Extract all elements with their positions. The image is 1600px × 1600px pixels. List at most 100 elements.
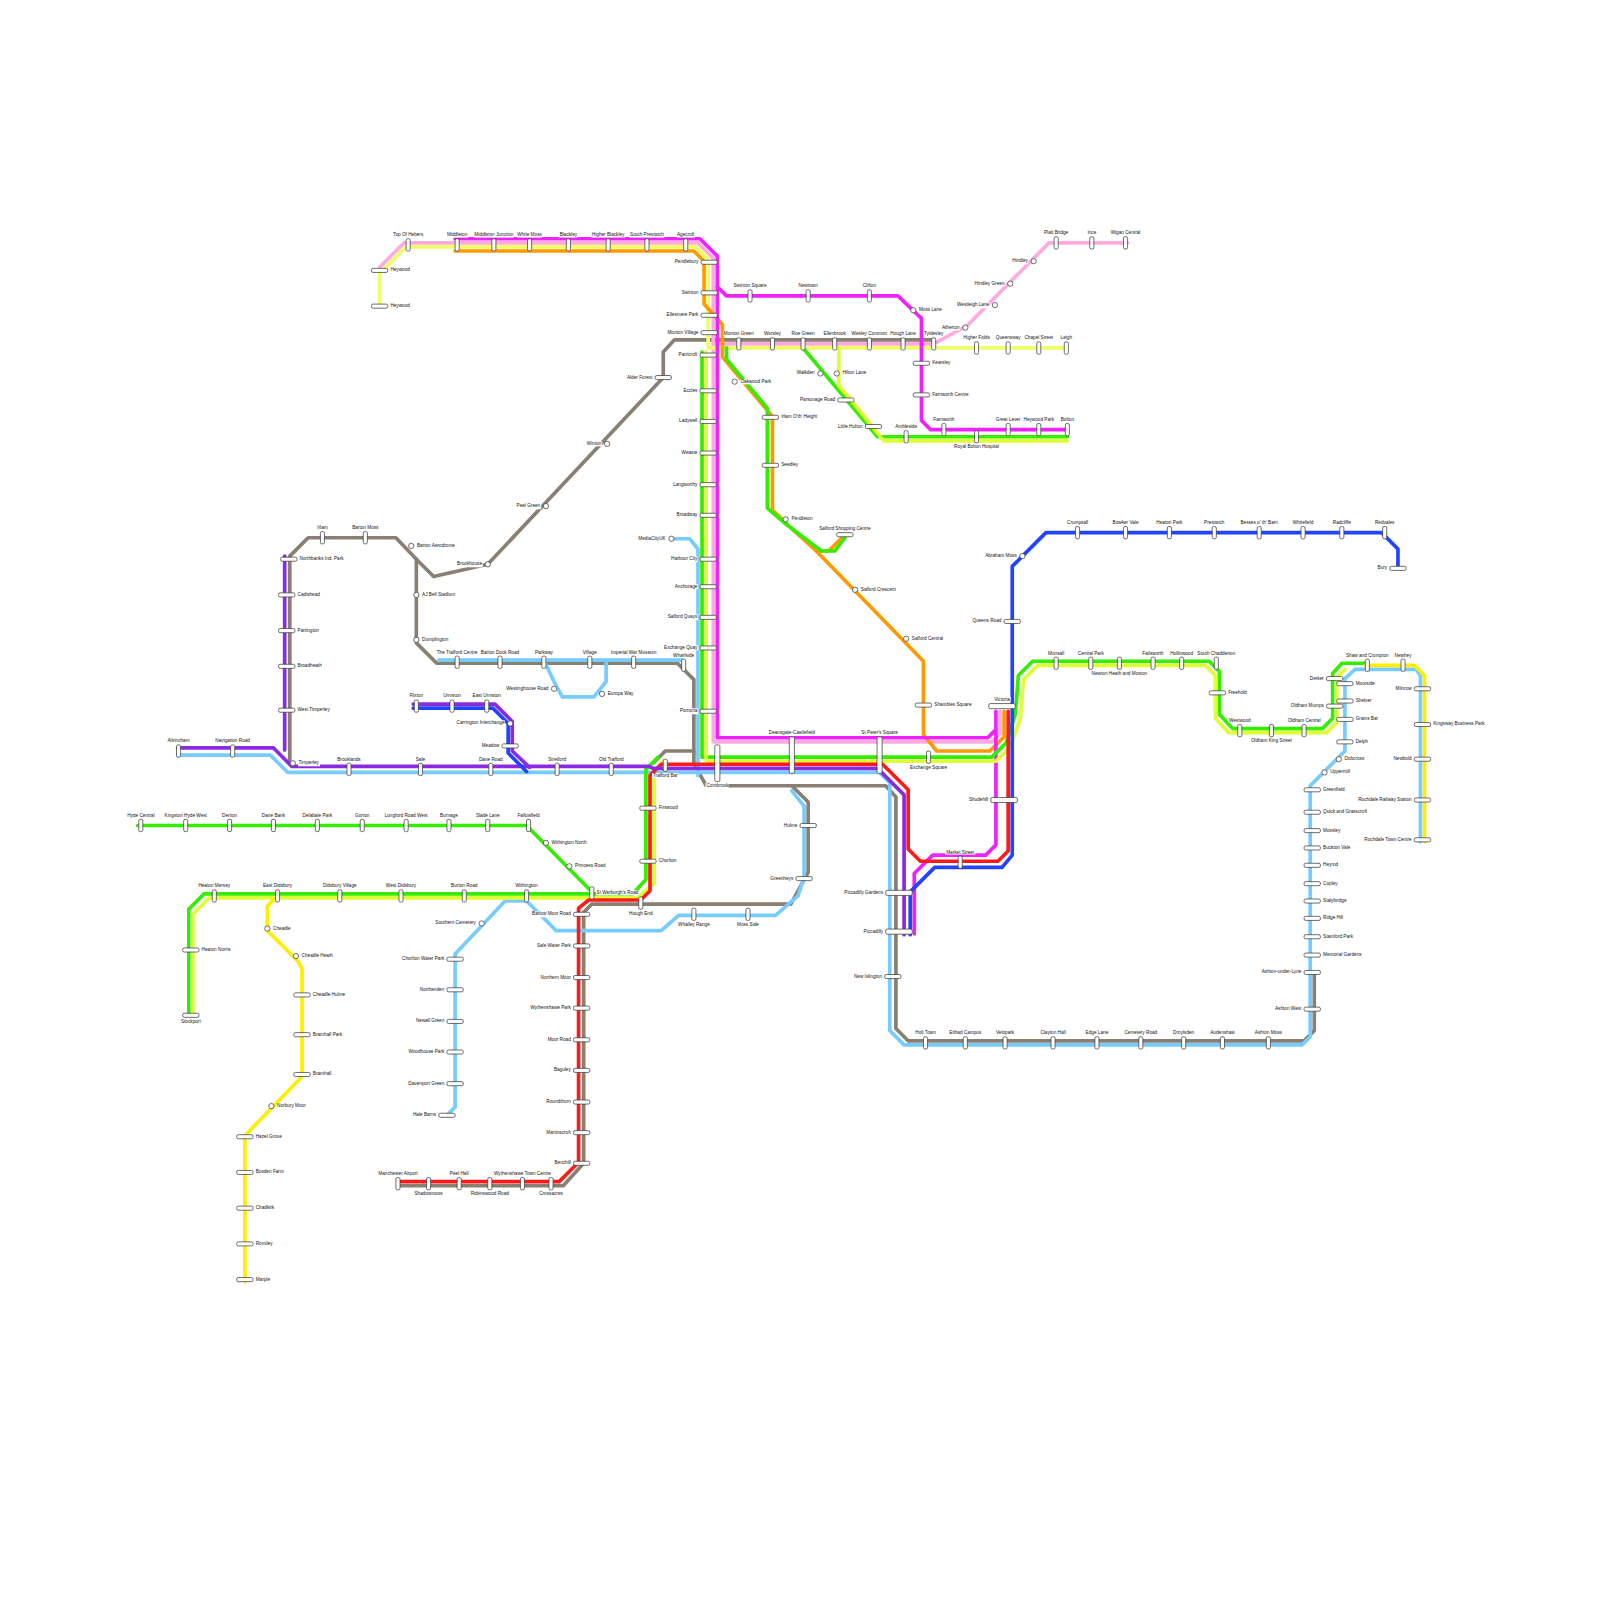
station-marker — [963, 1037, 967, 1049]
station-label: Heywood — [390, 268, 411, 273]
station-marker — [294, 1033, 310, 1037]
station-label: Romiley — [255, 1241, 273, 1246]
station-marker — [237, 1242, 253, 1246]
station-marker — [700, 353, 716, 357]
station-label: Winton — [586, 441, 602, 446]
station-label: Martinscroft — [546, 1130, 572, 1135]
station-label: Stretford — [548, 756, 567, 761]
station-label: Queens Road — [972, 619, 1002, 624]
station-marker — [762, 463, 778, 467]
route-line — [398, 711, 1008, 1181]
station-label: Salford Crescent — [860, 587, 896, 592]
station-label: Great Lever — [995, 417, 1021, 422]
station-marker — [806, 290, 810, 302]
station-marker — [279, 629, 295, 633]
station-marker — [737, 338, 741, 350]
station-label: Burnage — [440, 812, 459, 817]
station-marker — [700, 513, 716, 517]
station-label: Newbold — [1393, 756, 1412, 761]
station-marker — [700, 557, 716, 561]
station-label: Freehold — [1228, 690, 1248, 695]
station-marker — [701, 291, 717, 295]
station-label: Seedley — [781, 463, 799, 468]
station-marker — [485, 562, 490, 567]
station-marker — [669, 536, 674, 541]
station-marker — [1414, 838, 1430, 842]
station-label: Oldham Mumps — [1290, 703, 1324, 708]
station-label: Higher Folds — [963, 335, 991, 340]
station-marker — [834, 371, 839, 376]
station-marker — [502, 744, 518, 748]
route-line — [178, 669, 1421, 1045]
station-label: Heywood — [390, 303, 411, 308]
station-label: Ashton West — [1274, 1006, 1302, 1011]
station-marker — [447, 1019, 463, 1023]
station-marker — [450, 700, 454, 712]
station-marker — [1327, 677, 1343, 681]
station-label: Shudehill — [968, 797, 988, 802]
station-marker — [885, 974, 901, 978]
station-marker — [406, 239, 410, 251]
station-label: Queensway — [995, 335, 1021, 340]
station-marker — [801, 338, 805, 350]
station-label: Newhey — [1394, 652, 1412, 657]
station-marker — [1064, 342, 1068, 354]
station-marker — [447, 988, 463, 992]
station-label: Farnworth — [933, 417, 955, 422]
station-label: Roe Green — [791, 331, 815, 336]
station-marker — [237, 1170, 253, 1174]
station-marker — [212, 890, 216, 902]
station-label: Little Hulton — [837, 424, 863, 429]
station-marker — [294, 993, 310, 997]
station-marker — [867, 290, 871, 302]
station-marker — [700, 615, 716, 619]
station-marker — [573, 1100, 589, 1104]
station-marker — [573, 1161, 589, 1165]
station-marker — [1167, 527, 1171, 539]
station-marker — [573, 944, 589, 948]
station-marker — [1365, 659, 1369, 671]
station-marker — [1337, 682, 1353, 686]
station-label: Derker — [1309, 676, 1324, 681]
station-label: Europa Way — [607, 691, 634, 696]
station-label: Shaw and Crompton — [1345, 652, 1389, 657]
station-marker — [439, 1113, 455, 1117]
station-marker — [748, 290, 752, 302]
station-label: Cheadle Hulme — [312, 992, 346, 997]
route-line — [673, 539, 697, 776]
station-label: Crossacres — [539, 1191, 564, 1196]
station-label: Old Trafford — [598, 756, 624, 761]
station-label: Heywood Park — [1023, 417, 1055, 422]
station-label: Middleton Junction — [474, 232, 514, 237]
station-marker — [237, 1278, 253, 1282]
station-marker — [1220, 1037, 1224, 1049]
station-marker — [818, 371, 823, 376]
station-label: Heaton Park — [1156, 520, 1183, 525]
station-label: Bolton — [1060, 417, 1074, 422]
station-label: Salford Shopping Centre — [819, 526, 872, 531]
station-marker — [645, 239, 649, 251]
station-label: Cadishead — [297, 592, 321, 597]
station-label: Rochdale Railway Station — [1358, 797, 1413, 802]
station-marker — [599, 691, 604, 696]
station-label: Exchange Quay — [663, 645, 698, 650]
station-label: Chapel Street — [1024, 335, 1054, 340]
station-marker — [1266, 1037, 1270, 1049]
station-label: Broadheath — [297, 664, 322, 669]
route-line — [910, 533, 1398, 935]
station-label: Copley — [1322, 881, 1338, 886]
station-label: Marple — [255, 1277, 271, 1282]
route-line — [178, 748, 905, 935]
station-label: Redvales — [1374, 520, 1395, 525]
station-label: Victoria — [994, 697, 1011, 702]
station-marker — [1180, 657, 1184, 669]
station-label: Bowker Vale — [1112, 520, 1139, 525]
station-label: Buckton Vale — [1322, 845, 1350, 850]
station-markers — [139, 237, 1431, 1282]
station-label: Slade Lane — [475, 812, 500, 817]
station-marker — [1390, 566, 1406, 570]
station-marker — [701, 313, 717, 317]
station-marker — [609, 763, 613, 775]
